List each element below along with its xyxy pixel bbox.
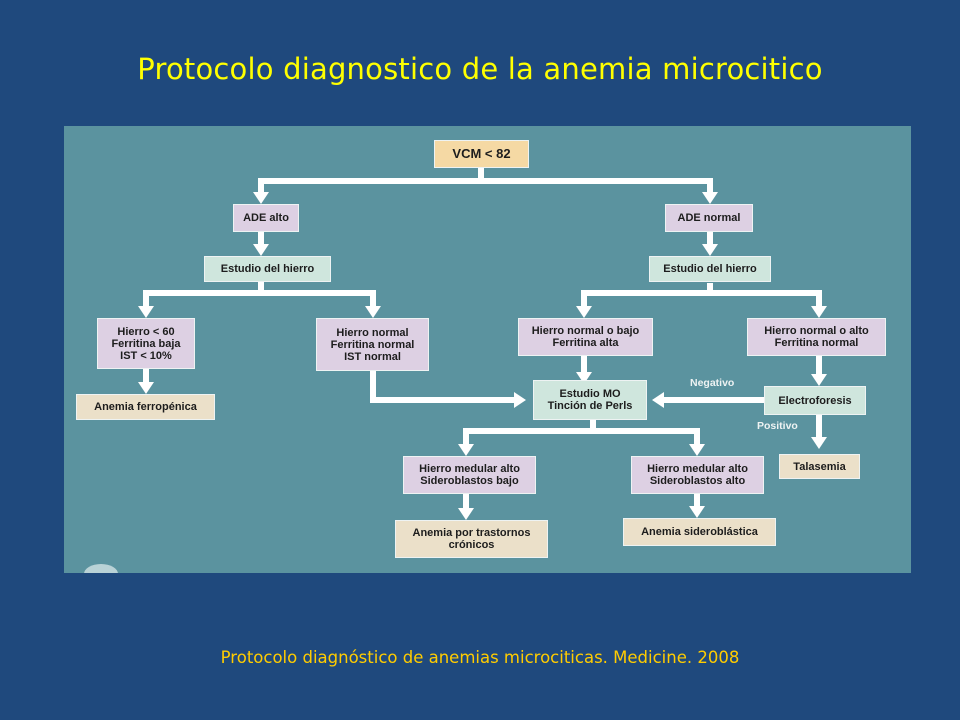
node-estudio-hierro-left: Estudio del hierro (204, 256, 331, 282)
arrowhead (702, 192, 718, 204)
arrowhead (811, 437, 827, 449)
connector-to-mo (370, 371, 516, 403)
arrowhead (576, 372, 592, 384)
node-anemia-ferropenica: Anemia ferropénica (76, 394, 215, 420)
connector-lines (138, 168, 827, 520)
node-estudio-hierro-right: Estudio del hierro (649, 256, 771, 282)
connector-root-left (258, 168, 484, 194)
node-estudio-mo: Estudio MO Tinción de Perls (533, 380, 647, 420)
node-hierro-normal-alto: Hierro normal o alto Ferritina normal (747, 318, 886, 356)
node-vcm: VCM < 82 (434, 140, 529, 168)
node-anemia-sideroblastica: Anemia sideroblástica (623, 518, 776, 546)
connector-hierro-left-b (261, 290, 376, 308)
arrowhead (458, 508, 474, 520)
connector-root-right (481, 178, 713, 194)
flowchart-panel: VCM < 82 ADE alto ADE normal Estudio del… (64, 126, 911, 573)
connector-hierro-right-b (710, 290, 822, 308)
node-electroforesis: Electroforesis (764, 386, 866, 415)
connector-hierro-right-a (581, 283, 713, 308)
node-medular-alto: Hierro medular alto Sideroblastos alto (631, 456, 764, 494)
source-caption: Protocolo diagnóstico de anemias microci… (220, 648, 740, 667)
node-anemia-cronicos: Anemia por trastornos crónicos (395, 520, 548, 558)
arrowhead (652, 392, 664, 408)
node-ade-alto: ADE alto (233, 204, 299, 232)
node-talasemia: Talasemia (779, 454, 860, 479)
node-hierro-normal-left: Hierro normal Ferritina normal IST norma… (316, 318, 429, 371)
label-negativo: Negativo (690, 377, 735, 389)
publisher-logo (84, 564, 118, 573)
arrowhead (458, 444, 474, 456)
arrowhead (253, 192, 269, 204)
arrowhead (253, 244, 269, 256)
arrowhead (689, 506, 705, 518)
arrowhead (514, 392, 526, 408)
label-positivo: Positivo (757, 420, 798, 432)
node-hierro-normal-bajo: Hierro normal o bajo Ferritina alta (518, 318, 653, 356)
arrowhead (811, 374, 827, 386)
node-medular-bajo: Hierro medular alto Sideroblastos bajo (403, 456, 536, 494)
arrowhead (702, 244, 718, 256)
arrowhead (811, 306, 827, 318)
connector-mo-left (463, 420, 596, 446)
arrowhead (138, 306, 154, 318)
node-hierro-bajo: Hierro < 60 Ferritina baja IST < 10% (97, 318, 195, 369)
connector-hierro-left-a (143, 282, 264, 308)
arrowhead (576, 306, 592, 318)
connector-mo-right (593, 428, 700, 446)
arrowhead (689, 444, 705, 456)
arrowhead (365, 306, 381, 318)
node-ade-normal: ADE normal (665, 204, 753, 232)
slide-title: Protocolo diagnostico de la anemia micro… (137, 52, 823, 86)
arrowhead (138, 382, 154, 394)
